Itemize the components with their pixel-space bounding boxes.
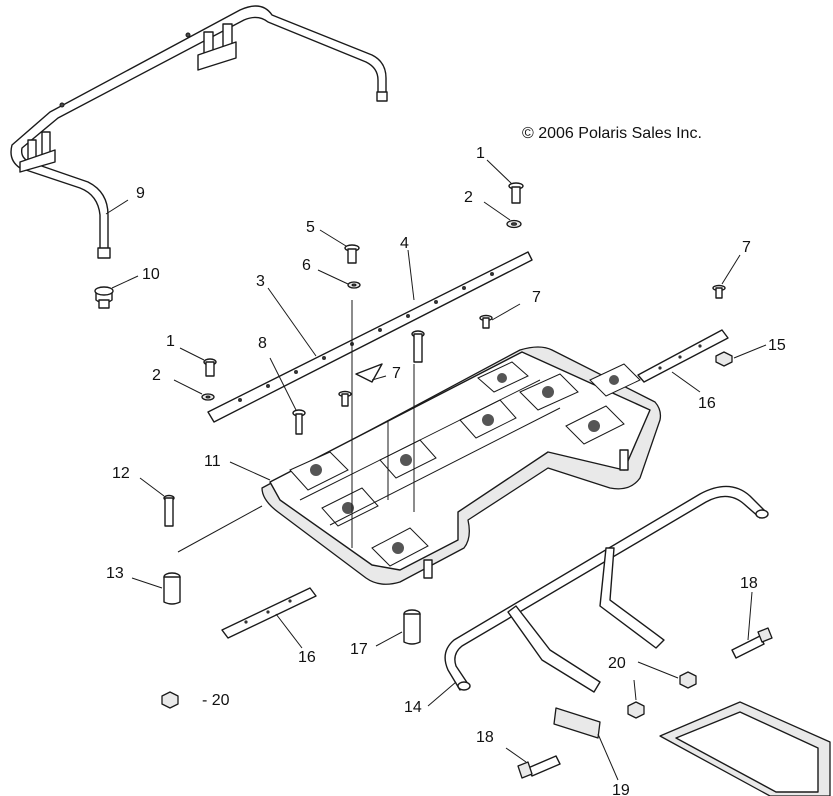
part-20-nut-left bbox=[161, 691, 179, 709]
callout-14: 14 bbox=[404, 699, 422, 716]
callout-12: 12 bbox=[112, 465, 130, 482]
callout-5: 5 bbox=[306, 219, 315, 236]
callout-7-middle: 7 bbox=[532, 289, 541, 306]
callout-16-left: 16 bbox=[298, 649, 316, 666]
callout-2-left: 2 bbox=[152, 367, 161, 384]
part-19-plate bbox=[553, 707, 601, 739]
part-13-spacer bbox=[163, 572, 181, 605]
callout-3: 3 bbox=[256, 273, 265, 290]
part-16-strip-left bbox=[221, 587, 317, 639]
callout-11: 11 bbox=[204, 453, 221, 470]
callout-7-right: 7 bbox=[742, 239, 751, 256]
callout-19: 19 bbox=[612, 782, 630, 796]
part-7-screw-b bbox=[338, 390, 352, 407]
part-1-bolt-upper bbox=[508, 182, 524, 204]
callout-18-lower: 18 bbox=[476, 729, 494, 746]
tray bbox=[659, 701, 831, 796]
part-20-nut-right bbox=[679, 671, 697, 689]
part-6-washer bbox=[347, 281, 361, 289]
part-9-rear-rail bbox=[10, 5, 388, 259]
part-2-washer-upper bbox=[506, 219, 522, 229]
part-16-strip-right bbox=[637, 329, 729, 383]
callout-10: 10 bbox=[142, 266, 160, 283]
part-12-pin bbox=[163, 494, 175, 527]
part-17-spacer bbox=[403, 609, 421, 645]
part-3-rack-strip bbox=[207, 251, 533, 423]
callout-4: 4 bbox=[400, 235, 409, 252]
part-7-clip bbox=[355, 363, 383, 383]
callout-7-clip: 7 bbox=[392, 365, 401, 382]
copyright-notice: © 2006 Polaris Sales Inc. bbox=[522, 125, 702, 142]
callout-8: 8 bbox=[258, 335, 267, 352]
callout-20-right: 20 bbox=[608, 655, 626, 672]
part-14-lower-frame bbox=[444, 485, 769, 693]
part-18-bolt-lower bbox=[517, 755, 561, 779]
part-10-bumper bbox=[94, 286, 114, 309]
callout-16-right: 16 bbox=[698, 395, 716, 412]
callout-6: 6 bbox=[302, 257, 311, 274]
part-18-bolt-right bbox=[731, 627, 773, 659]
callout-9: 9 bbox=[136, 185, 145, 202]
callout-17: 17 bbox=[350, 641, 368, 658]
part-20-nut-mid bbox=[627, 701, 645, 719]
callout-1-upper: 1 bbox=[476, 145, 485, 162]
callouts: 1 2 5 6 4 3 7 7 7 1 2 8 9 10 11 12 13 15… bbox=[106, 145, 786, 796]
part-4-pin bbox=[411, 330, 425, 363]
part-2-washer-left bbox=[201, 393, 215, 401]
part-15-nut bbox=[715, 351, 733, 367]
callout-18-right: 18 bbox=[740, 575, 758, 592]
part-11-rack-body bbox=[261, 346, 662, 585]
leader-lines bbox=[105, 159, 767, 781]
part-8-screw bbox=[292, 409, 306, 435]
callout-13: 13 bbox=[106, 565, 124, 582]
part-7-screw-c bbox=[712, 284, 726, 299]
part-5-screw bbox=[344, 244, 360, 264]
callout-2-upper: 2 bbox=[464, 189, 473, 206]
part-1-bolt-left bbox=[203, 358, 217, 377]
part-7-screw-a bbox=[479, 314, 493, 329]
callout-1-left: 1 bbox=[166, 333, 175, 350]
callout-15: 15 bbox=[768, 337, 786, 354]
callout-20-left: - 20 bbox=[202, 692, 230, 709]
